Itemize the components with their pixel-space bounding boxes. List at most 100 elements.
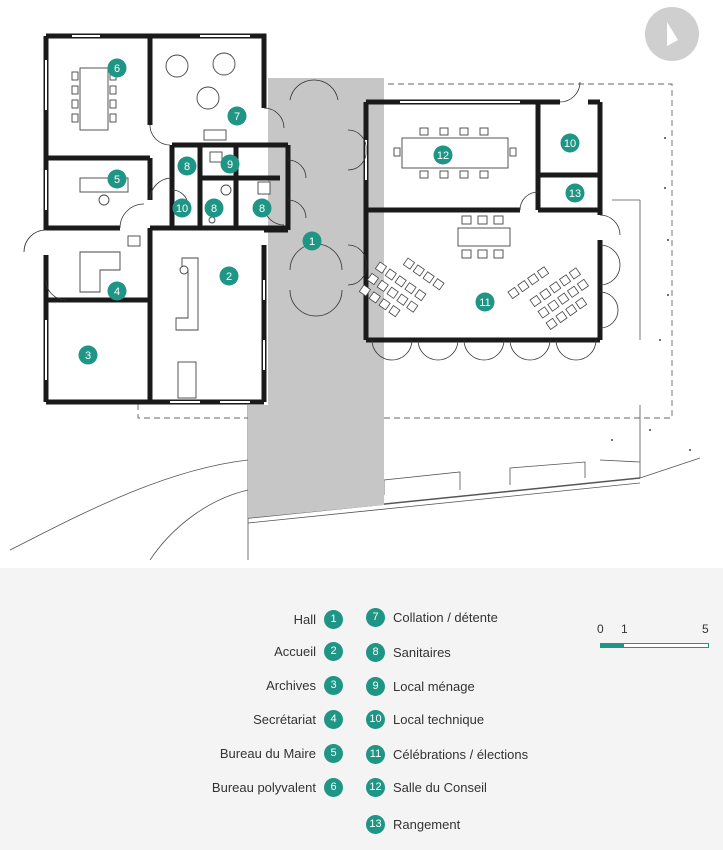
room-marker-circle — [177, 156, 197, 176]
legend-item-1: Hall 1 — [294, 608, 343, 630]
room-marker-8: 8 — [177, 156, 197, 176]
legend-badge: 13 — [366, 814, 385, 834]
room-marker-number: 13 — [569, 188, 581, 200]
room-marker-10: 10 — [172, 198, 192, 218]
legend-item-10: 10 Local technique — [366, 708, 484, 730]
legend-label: Salle du Conseil — [393, 779, 487, 795]
room-marker-9: 9 — [220, 154, 240, 174]
room-marker-number: 6 — [114, 63, 120, 75]
room-marker-8: 8 — [204, 198, 224, 218]
room-marker-circle — [252, 198, 272, 218]
legend-item-3: Archives 3 — [266, 674, 343, 696]
legend-badge: 2 — [324, 641, 343, 661]
room-marker-6: 6 — [107, 58, 127, 78]
room-marker-circle — [107, 58, 127, 78]
room-marker-circle — [204, 198, 224, 218]
legend-label: Secrétariat — [253, 711, 316, 727]
legend-badge: 11 — [366, 744, 385, 764]
scale-bar-empty — [624, 643, 709, 648]
legend-item-11: 11 Célébrations / élections — [366, 743, 528, 765]
room-marker-circle — [560, 133, 580, 153]
legend-label: Accueil — [274, 643, 316, 659]
room-marker-circle — [565, 183, 585, 203]
room-marker-circle — [227, 106, 247, 126]
room-marker-number: 7 — [234, 111, 240, 123]
legend-label: Bureau du Maire — [219, 745, 316, 761]
room-marker-1: 1 — [302, 231, 322, 251]
room-marker-7: 7 — [227, 106, 247, 126]
north-arrow-icon — [645, 7, 699, 61]
legend-badge: 6 — [324, 777, 343, 797]
room-marker-number: 2 — [226, 271, 232, 283]
room-marker-13: 13 — [565, 183, 585, 203]
room-marker-number: 8 — [259, 203, 265, 215]
legend-badge: 8 — [366, 642, 385, 662]
legend-item-2: Accueil 2 — [274, 640, 343, 662]
room-marker-number: 3 — [85, 350, 91, 362]
legend-item-6: Bureau polyvalent 6 — [212, 776, 343, 798]
room-marker-11: 11 — [475, 292, 495, 312]
room-marker-number: 10 — [176, 203, 188, 215]
room-marker-number: 9 — [227, 159, 233, 171]
room-marker-10: 10 — [560, 133, 580, 153]
legend-badge: 4 — [324, 709, 343, 729]
legend-label: Collation / détente — [393, 609, 498, 625]
legend-item-4: Secrétariat 4 — [253, 708, 343, 730]
room-marker-8: 8 — [252, 198, 272, 218]
room-marker-circle — [302, 231, 322, 251]
furniture — [71, 52, 517, 399]
legend-badge: 10 — [366, 709, 385, 729]
room-marker-number: 1 — [309, 236, 315, 248]
legend-label: Rangement — [393, 816, 461, 832]
legend-item-13: 13 Rangement — [366, 813, 460, 835]
room-marker-number: 8 — [211, 203, 217, 215]
legend-badge: 5 — [324, 743, 343, 763]
hall-band — [248, 78, 384, 518]
door-swings — [23, 79, 621, 361]
room-marker-circle — [433, 145, 453, 165]
scale-label-1: 1 — [621, 622, 628, 636]
room-marker-circle — [107, 281, 127, 301]
legend-badge: 7 — [366, 607, 385, 627]
room-marker-12: 12 — [433, 145, 453, 165]
legend-label: Local ménage — [393, 678, 475, 694]
legend-item-5: Bureau du Maire 5 — [220, 742, 343, 764]
legend-item-7: 7 Collation / détente — [366, 606, 498, 628]
room-marker-circle — [172, 198, 192, 218]
legend-label: Hall — [293, 611, 316, 627]
room-marker-5: 5 — [107, 169, 127, 189]
room-marker-circle — [78, 345, 98, 365]
legend-badge: 9 — [366, 676, 385, 696]
scale-label-0: 0 — [597, 622, 604, 636]
legend-label: Bureau polyvalent — [211, 779, 316, 795]
chair-rows — [358, 257, 590, 331]
legend-label: Célébrations / élections — [393, 746, 529, 762]
legend-label: Sanitaires — [393, 644, 451, 660]
room-marker-circle — [107, 169, 127, 189]
legend-badge: 12 — [366, 777, 385, 797]
legend-badge: 3 — [324, 675, 343, 695]
legend-item-8: 8 Sanitaires — [366, 641, 451, 663]
room-marker-number: 4 — [114, 286, 120, 298]
room-marker-circle — [219, 266, 239, 286]
room-marker-number: 5 — [114, 174, 120, 186]
room-marker-3: 3 — [78, 345, 98, 365]
room-marker-4: 4 — [107, 281, 127, 301]
scale-bar-filled — [600, 643, 624, 648]
legend-item-12: 12 Salle du Conseil — [366, 776, 487, 798]
scale-label-5: 5 — [702, 622, 709, 636]
legend-item-9: 9 Local ménage — [366, 675, 475, 697]
room-marker-number: 8 — [184, 161, 190, 173]
room-marker-circle — [220, 154, 240, 174]
room-marker-number: 12 — [437, 150, 449, 162]
legend-label: Local technique — [393, 711, 485, 727]
room-marker-circle — [475, 292, 495, 312]
room-marker-number: 11 — [479, 297, 490, 309]
room-marker-number: 10 — [564, 138, 576, 150]
legend-label: Archives — [266, 677, 316, 693]
room-marker-2: 2 — [219, 266, 239, 286]
legend-badge: 1 — [324, 609, 343, 629]
